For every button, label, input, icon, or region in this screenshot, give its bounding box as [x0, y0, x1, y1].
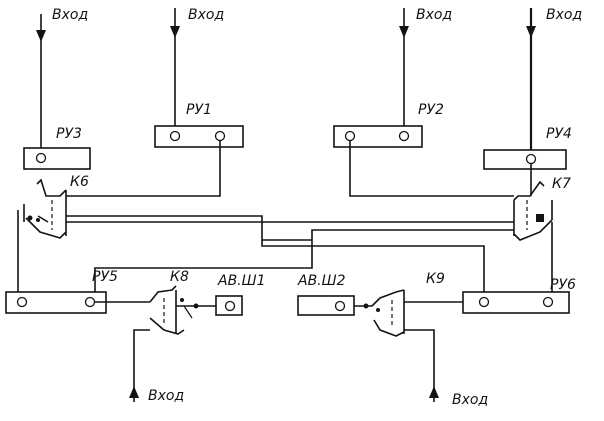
input-arrow-6: Вход [429, 386, 488, 408]
contactor-k7: К7 [513, 176, 571, 241]
k9-label: К9 [426, 271, 445, 287]
input-arrow-2: Вход [170, 7, 224, 126]
avsh1-label: АВ.Ш1 [217, 273, 266, 289]
contactor-k9: К9 [354, 271, 463, 402]
input-label-1: Вход [52, 7, 88, 23]
input-arrow-5: Вход [129, 386, 184, 404]
ru1-label: РУ1 [186, 102, 212, 118]
input-label-4: Вход [546, 7, 582, 23]
k7-label: К7 [552, 176, 571, 192]
ru1-switch: РУ1 [154, 102, 244, 148]
avsh2-switch: АВ.Ш2 [297, 273, 355, 316]
ru3-label: РУ3 [56, 126, 82, 142]
ru4-switch: РУ4 [483, 126, 572, 170]
ru3-switch: РУ3 [23, 126, 91, 170]
contactor-k6: К6 [23, 174, 89, 239]
input-label-5: Вход [148, 388, 184, 404]
ru5-label: РУ5 [92, 269, 118, 285]
input-label-6: Вход [452, 392, 488, 408]
k6-label: К6 [70, 174, 89, 190]
ru6-label: РУ6 [550, 277, 576, 293]
input-arrow-1: Вход [36, 7, 88, 148]
ru6-switch: РУ6 [462, 277, 576, 314]
ru4-label: РУ4 [546, 126, 572, 142]
wires-upper [17, 141, 553, 300]
input-arrow-4: Вход [526, 7, 582, 150]
avsh1-switch: АВ.Ш1 [215, 273, 266, 316]
k8-label: К8 [170, 269, 189, 285]
avsh2-label: АВ.Ш2 [297, 273, 346, 289]
input-label-3: Вход [416, 7, 452, 23]
input-arrow-3: Вход [399, 7, 452, 126]
ru2-switch: РУ2 [333, 102, 444, 148]
input-label-2: Вход [188, 7, 224, 23]
contactor-k8: К8 [95, 269, 216, 402]
ru5-switch: РУ5 [5, 269, 118, 314]
ru2-label: РУ2 [418, 102, 444, 118]
